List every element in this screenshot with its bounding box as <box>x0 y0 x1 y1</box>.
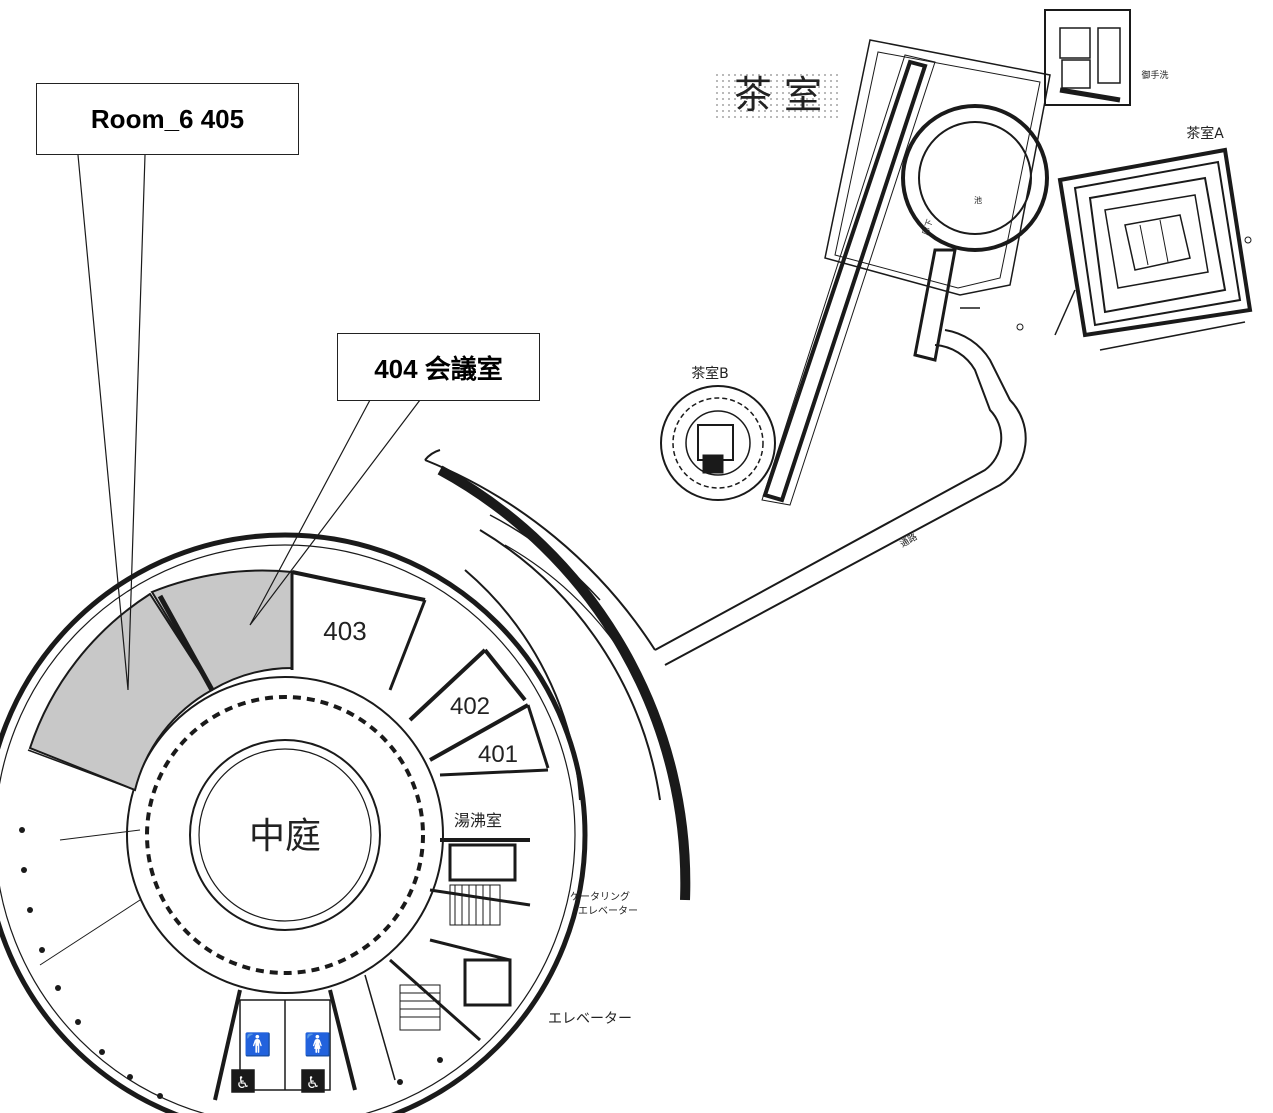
wheelchair-icon: ♿ <box>306 1073 320 1092</box>
room-405-callout[interactable]: Room_6 405 <box>36 83 299 155</box>
room-404-callout[interactable]: 404 会議室 <box>337 333 540 401</box>
room-401-label: 401 <box>478 741 518 768</box>
curved-gallery <box>424 449 691 901</box>
stairs <box>399 843 517 1031</box>
tea-house-title-bg <box>715 72 840 120</box>
room-405-highlight[interactable] <box>28 592 214 792</box>
catering-elevator-label-1: ケータリング <box>570 890 630 903</box>
accessible-icon-1 <box>231 1069 255 1093</box>
main-building <box>0 532 588 1113</box>
wall-dots <box>19 827 443 1099</box>
tea-house <box>660 9 1253 506</box>
corridor-outer-ring <box>126 676 444 994</box>
courtyard-outer-ring <box>189 739 381 931</box>
room-partitions <box>27 570 550 1101</box>
outer-wall-inner-line <box>0 544 576 1113</box>
wheelchair-icon: ♿ <box>236 1073 250 1092</box>
tea-room-a-label: 茶室A <box>1186 125 1224 142</box>
room-402-label: 402 <box>450 693 490 720</box>
female-icon: 🚺 <box>304 1032 331 1058</box>
tea-room-a[interactable] <box>1057 147 1253 338</box>
elevator-label: エレベーター <box>548 1011 632 1027</box>
tea-room-b-label: 茶室B <box>691 365 729 382</box>
courtyard-label: 中庭 <box>249 816 321 857</box>
pond-label: 池 <box>974 195 982 205</box>
room-404-callout-text: 404 会議室 <box>374 353 503 384</box>
tea-room-b[interactable] <box>660 385 776 501</box>
male-icon: 🚹 <box>244 1032 271 1058</box>
courtyard-inner-ring <box>198 748 372 922</box>
room-403-label: 403 <box>323 616 366 646</box>
kitchenette-label: 湯沸室 <box>454 811 502 830</box>
corridor-inner-ring <box>145 695 425 975</box>
room-405-callout-text: Room_6 405 <box>90 103 245 134</box>
tea-house-title: 茶 室 <box>734 73 822 117</box>
pond-outer <box>901 104 1049 252</box>
outer-wall <box>0 532 588 1113</box>
toilet-label: 御手洗 <box>1141 69 1168 81</box>
restroom-block: ♿ ♿ 🚹 🚺 <box>231 999 332 1093</box>
accessible-icon-2 <box>301 1069 325 1093</box>
corridor-label: 廊下 <box>920 218 935 236</box>
callout-pointers <box>77 154 421 691</box>
passage[interactable] <box>654 329 1027 666</box>
catering-elevator-label-2: エレベーター <box>578 905 638 917</box>
pond-inner <box>918 121 1032 235</box>
